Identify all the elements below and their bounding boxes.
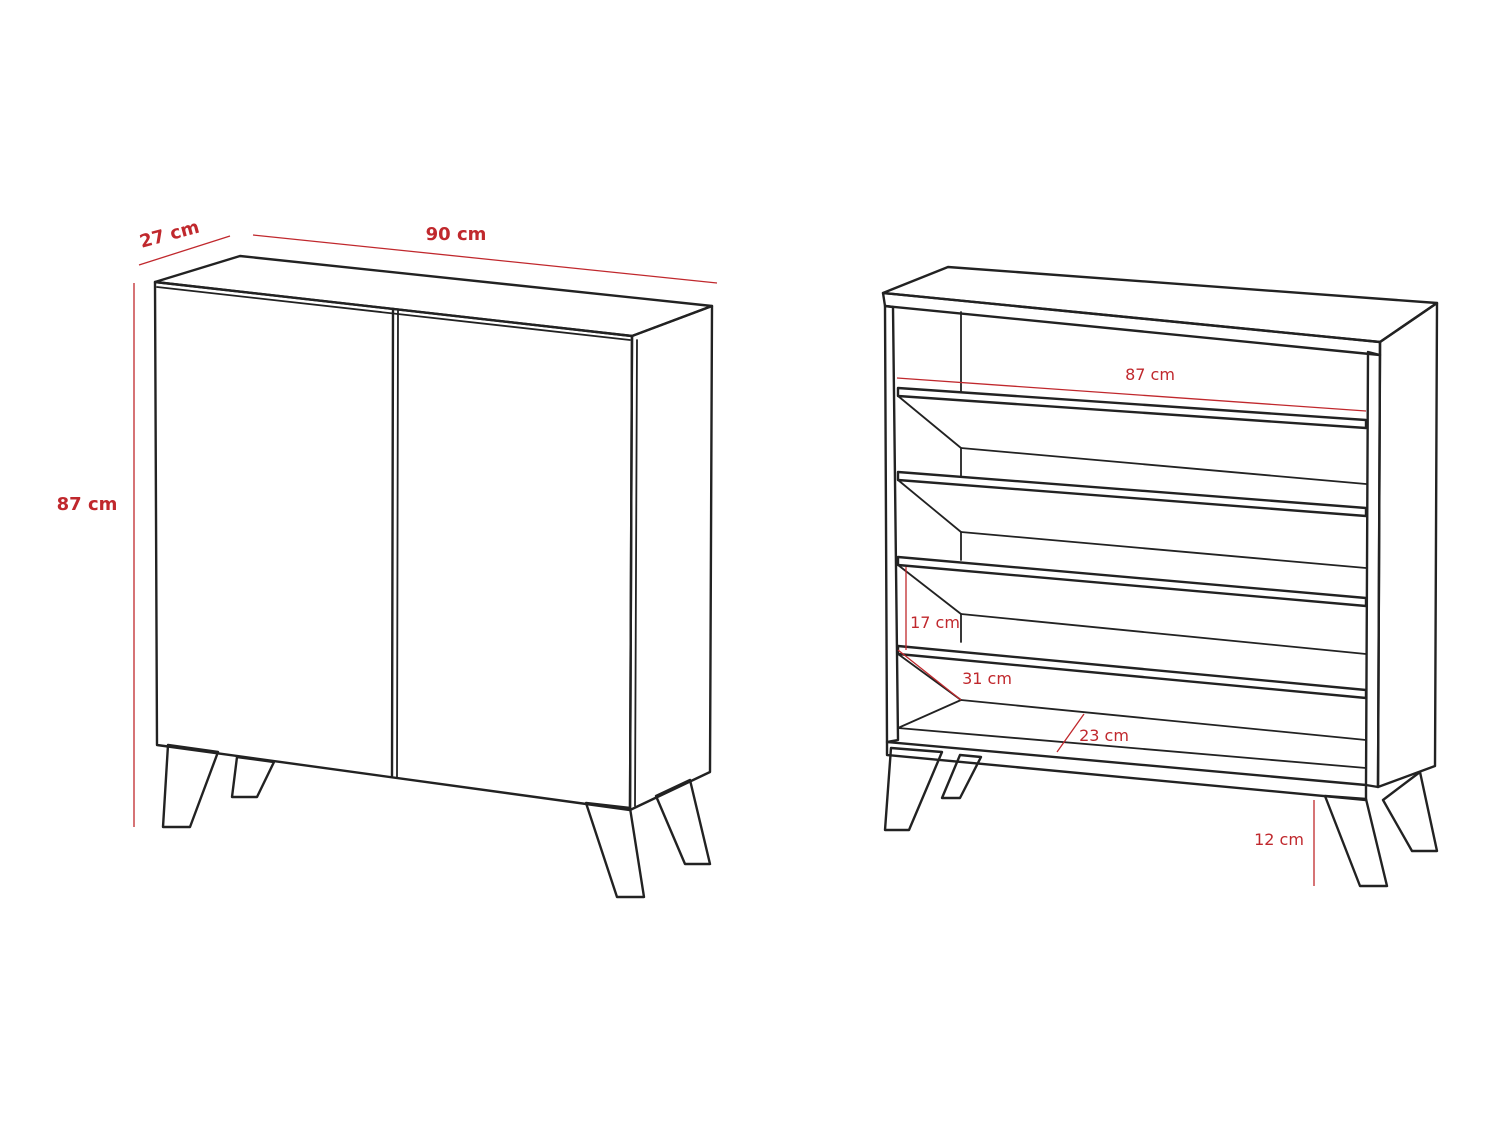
closed-leg-front-right [584, 801, 646, 899]
open-leg-front-left [883, 746, 944, 832]
open-dimensions: 87 cm 17 cm 31 cm 23 cm 12 cm [896, 365, 1367, 886]
shelf-2 [896, 470, 1368, 569]
open-leg-back-left [940, 753, 983, 800]
closed-cabinet-side-edge [634, 339, 638, 807]
closed-leg-front-left [161, 743, 220, 829]
height-label: 87 cm [57, 494, 118, 515]
leg-height-label: 12 cm [1254, 830, 1304, 849]
closed-cabinet [153, 254, 714, 899]
shelf-depth-dimension-line [1056, 713, 1085, 753]
inner-width-dimension-line [896, 377, 1367, 412]
shelf-slope-label: 31 cm [962, 669, 1012, 688]
shelf-depth-label: 23 cm [1079, 726, 1129, 745]
open-cabinet-bottom [885, 740, 1368, 802]
closed-leg-back-right [654, 778, 712, 866]
open-leg-back-right [1381, 770, 1439, 853]
shelf-height-label: 17 cm [910, 613, 960, 632]
shelf-slope-dimension-line [897, 649, 962, 701]
open-cabinet-right-side-outer [1376, 301, 1439, 789]
shelf-4 [896, 644, 1368, 741]
bottom-inner-edge [897, 727, 1367, 769]
depth-dimension-line [138, 235, 231, 266]
door-divider [390, 307, 395, 778]
width-label: 90 cm [426, 224, 487, 245]
open-cabinet-top [881, 265, 1439, 344]
open-leg-front-right [1323, 794, 1389, 888]
depth-label: 27 cm [138, 217, 202, 253]
closed-leg-back-left [230, 755, 276, 799]
open-cabinet-top-front [881, 291, 1382, 357]
door-divider-gap [396, 309, 399, 778]
open-cabinet-left-side [883, 304, 900, 744]
open-cabinet [881, 265, 1439, 888]
width-dimension-line [252, 234, 718, 284]
inner-width-label: 87 cm [1125, 365, 1175, 384]
shelf-1 [896, 386, 1368, 485]
shelf-3 [896, 555, 1368, 655]
closed-cabinet-side [628, 304, 714, 812]
